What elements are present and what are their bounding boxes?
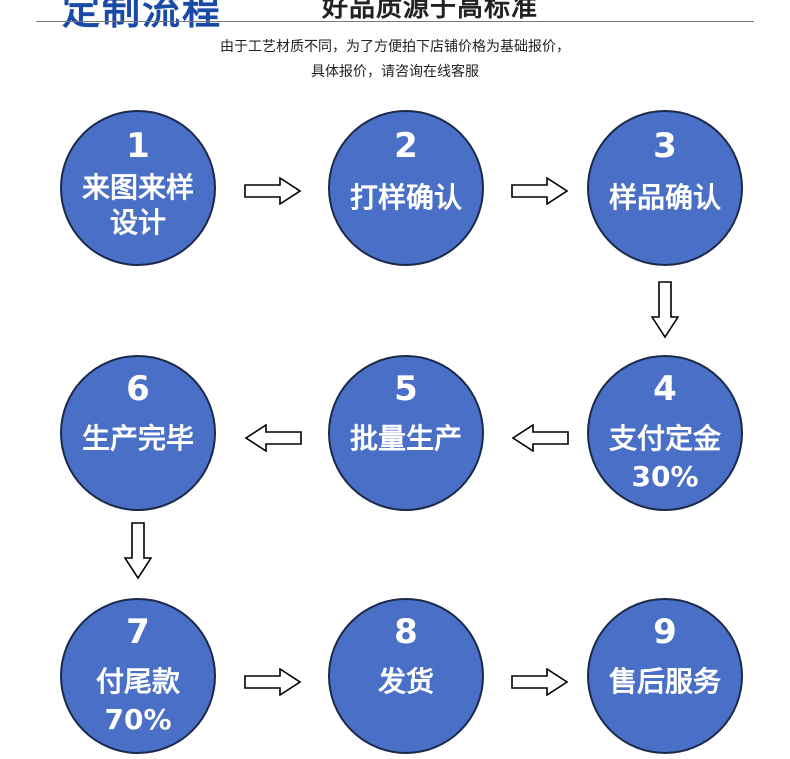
arrow-right-icon [511, 177, 569, 205]
step-4-number: 4 [653, 369, 677, 409]
header-title: 定制流程 [62, 0, 223, 33]
pricing-note-line-1: 由于工艺材质不同，为了方便拍下店铺价格为基础报价， [220, 39, 570, 55]
step-3-number: 3 [653, 126, 677, 166]
step-4-title: 支付定金 [608, 422, 721, 455]
step-1-title: 来图来样 设计 [62, 170, 214, 240]
step-5-title: 批量生产 [349, 422, 462, 455]
header-divider [36, 21, 754, 22]
step-6-title: 生产完毕 [81, 422, 194, 455]
header-tagline: 好品质源于高标准 [322, 0, 539, 23]
step-9-circle: 9 售后服务 [587, 598, 743, 754]
step-7-title: 付尾款 [95, 665, 180, 698]
arrow-left-icon [511, 424, 569, 452]
arrow-left-icon [244, 424, 302, 452]
step-8-circle: 8 发货 [328, 598, 484, 754]
step-5-number: 5 [394, 369, 418, 409]
step-1-circle: 1 来图来样 设计 [60, 110, 216, 266]
step-4-circle: 4 支付定金 30% [587, 355, 743, 511]
step-6-circle: 6 生产完毕 [60, 355, 216, 511]
step-8-title: 发货 [377, 665, 434, 698]
step-9-number: 9 [653, 612, 677, 652]
step-3-title: 样品确认 [608, 181, 721, 214]
arrow-right-icon [244, 668, 302, 696]
arrow-down-icon [651, 281, 679, 339]
pricing-note-line-2: 具体报价，请咨询在线客服 [311, 64, 479, 80]
step-7-percentage: 70% [104, 703, 172, 736]
step-9-title: 售后服务 [608, 665, 721, 698]
step-2-number: 2 [394, 126, 418, 166]
step-3-circle: 3 样品确认 [587, 110, 743, 266]
step-5-circle: 5 批量生产 [328, 355, 484, 511]
step-2-title: 打样确认 [349, 181, 462, 214]
step-2-circle: 2 打样确认 [328, 110, 484, 266]
step-4-percentage: 30% [631, 460, 699, 493]
step-1-title-line-1: 来图来样 [81, 171, 194, 204]
step-7-number: 7 [126, 612, 150, 652]
arrow-right-icon [511, 668, 569, 696]
step-7-circle: 7 付尾款 70% [60, 598, 216, 754]
step-1-number: 1 [126, 126, 150, 166]
arrow-down-icon [124, 522, 152, 580]
step-1-title-line-2: 设计 [109, 206, 166, 239]
step-8-number: 8 [394, 612, 418, 652]
step-6-number: 6 [126, 369, 150, 409]
arrow-right-icon [244, 177, 302, 205]
